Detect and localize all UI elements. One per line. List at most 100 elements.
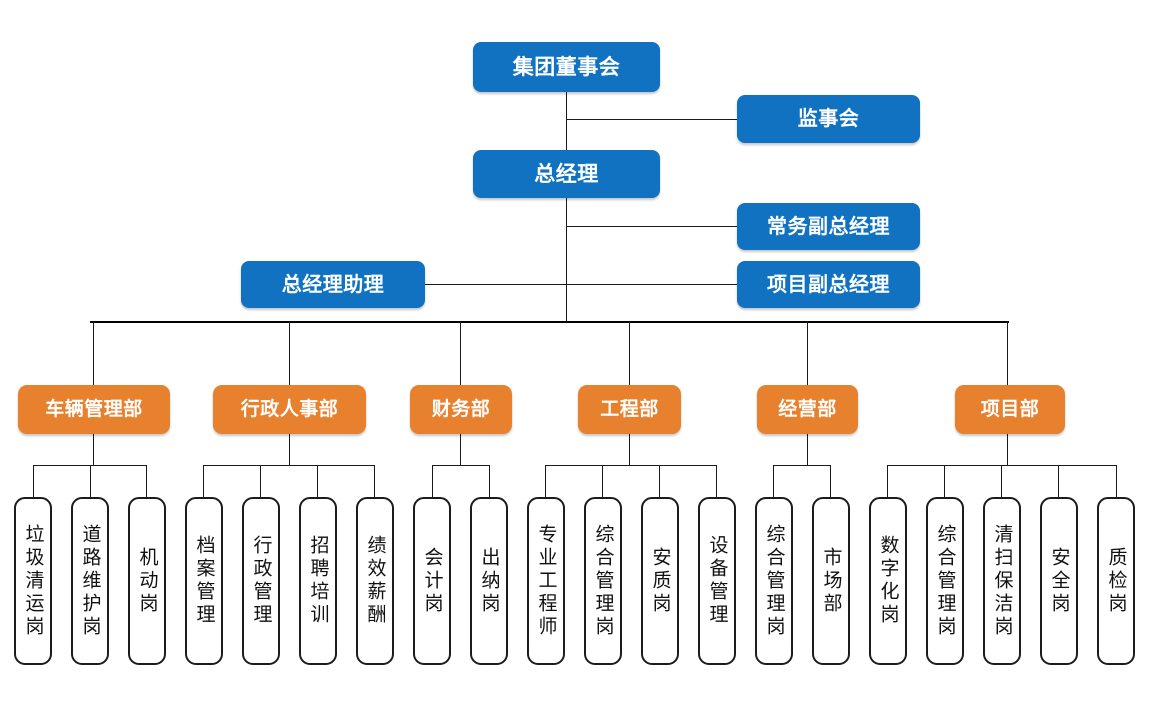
node-board-of-directors-label: 集团董事会	[512, 55, 621, 79]
connector-dept-3	[460, 321, 461, 385]
node-general-manager[interactable]: 总经理	[473, 150, 660, 198]
leaf-position-box[interactable]: 综合管理岗	[584, 497, 622, 665]
leaf-position-box[interactable]: 综合管理岗	[926, 497, 964, 665]
connector-dept-6-down	[1007, 434, 1008, 465]
leaf-position-label: 会计岗	[421, 546, 444, 616]
leaf-bus-dept-4	[545, 465, 716, 466]
leaf-bus-dept-5	[773, 465, 830, 466]
leaf-position-box[interactable]: 行政管理	[242, 497, 280, 665]
connector-dept-1	[93, 321, 94, 385]
connector-dept-2	[289, 321, 290, 385]
node-board-of-directors[interactable]: 集团董事会	[473, 42, 660, 92]
connector-dept-5-down	[807, 434, 808, 465]
connector-leaf-16	[887, 465, 888, 497]
connector-leaf-14	[773, 465, 774, 497]
leaf-position-box[interactable]: 设备管理	[698, 497, 736, 665]
leaf-position-box[interactable]: 道路维护岗	[71, 497, 109, 665]
node-department-vehicle-management-label: 车辆管理部	[45, 399, 143, 420]
node-gm-assistant-label: 总经理助理	[281, 273, 385, 296]
node-general-manager-label: 总经理	[534, 162, 599, 186]
connector-gm-down	[566, 198, 567, 322]
leaf-position-label: 安全岗	[1048, 546, 1071, 616]
connector-leaf-11	[602, 465, 603, 497]
leaf-position-box[interactable]: 垃圾清运岗	[14, 497, 52, 665]
leaf-position-label: 绩效薪酬	[364, 535, 387, 627]
leaf-position-label: 清扫保洁岗	[991, 523, 1014, 639]
leaf-position-box[interactable]: 机动岗	[128, 497, 166, 665]
node-project-deputy-gm-label: 项目副总经理	[767, 273, 890, 296]
leaf-bus-dept-2	[203, 465, 374, 466]
leaf-position-label: 综合管理岗	[763, 523, 786, 639]
connector-dept-4-down	[629, 434, 630, 465]
leaf-position-box[interactable]: 清扫保洁岗	[983, 497, 1021, 665]
leaf-position-box[interactable]: 综合管理岗	[755, 497, 793, 665]
leaf-position-label: 出纳岗	[478, 546, 501, 616]
leaf-position-label: 档案管理	[193, 535, 216, 627]
node-supervisory-board[interactable]: 监事会	[737, 95, 920, 143]
connector-leaf-9	[489, 465, 490, 497]
leaf-position-label: 安质岗	[649, 546, 672, 616]
connector-leaf-13	[716, 465, 717, 497]
connector-project-deputy	[566, 284, 737, 285]
leaf-position-label: 设备管理	[706, 535, 729, 627]
connector-supervisory	[566, 119, 737, 120]
node-executive-deputy-gm-label: 常务副总经理	[767, 215, 890, 238]
connector-leaf-19	[1058, 465, 1059, 497]
node-project-deputy-gm[interactable]: 项目副总经理	[737, 261, 920, 308]
leaf-bus-dept-3	[432, 465, 489, 466]
leaf-position-box[interactable]: 档案管理	[185, 497, 223, 665]
leaf-position-label: 垃圾清运岗	[22, 523, 45, 639]
node-department-admin-hr[interactable]: 行政人事部	[213, 385, 366, 434]
node-department-project[interactable]: 项目部	[955, 385, 1065, 434]
node-department-operations[interactable]: 经营部	[757, 385, 858, 434]
leaf-position-box[interactable]: 绩效薪酬	[356, 497, 394, 665]
leaf-position-box[interactable]: 数字化岗	[869, 497, 907, 665]
leaf-position-box[interactable]: 会计岗	[413, 497, 451, 665]
connector-leaf-10	[545, 465, 546, 497]
node-supervisory-board-label: 监事会	[797, 108, 860, 130]
leaf-position-label: 专业工程师	[535, 523, 558, 639]
connector-dept-3-down	[460, 434, 461, 465]
node-department-engineering[interactable]: 工程部	[578, 385, 681, 434]
node-department-operations-label: 经营部	[778, 399, 837, 420]
connector-leaf-15	[830, 465, 831, 497]
connector-leaf-1	[33, 465, 34, 497]
node-executive-deputy-gm[interactable]: 常务副总经理	[737, 203, 920, 250]
connector-dept-5	[807, 321, 808, 385]
leaf-position-box[interactable]: 专业工程师	[527, 497, 565, 665]
connector-dept-6	[1007, 321, 1008, 385]
connector-leaf-8	[432, 465, 433, 497]
leaf-position-label: 市场部	[820, 546, 843, 616]
connector-dept-2-down	[289, 434, 290, 465]
connector-executive-deputy	[566, 226, 737, 227]
leaf-position-box[interactable]: 质检岗	[1097, 497, 1135, 665]
connector-leaf-6	[317, 465, 318, 497]
connector-board-down	[566, 92, 567, 159]
node-department-engineering-label: 工程部	[600, 399, 659, 420]
node-department-finance-label: 财务部	[431, 399, 491, 420]
leaf-position-box[interactable]: 安全岗	[1040, 497, 1078, 665]
connector-leaf-17	[944, 465, 945, 497]
leaf-position-label: 道路维护岗	[79, 523, 102, 639]
leaf-position-label: 机动岗	[136, 546, 159, 616]
connector-leaf-2	[90, 465, 91, 497]
leaf-position-label: 招聘培训	[307, 535, 330, 627]
leaf-position-box[interactable]: 出纳岗	[470, 497, 508, 665]
leaf-position-box[interactable]: 招聘培训	[299, 497, 337, 665]
node-department-project-label: 项目部	[980, 399, 1040, 420]
node-department-vehicle-management[interactable]: 车辆管理部	[18, 385, 170, 434]
connector-leaf-3	[146, 465, 147, 497]
node-department-finance[interactable]: 财务部	[410, 385, 512, 434]
connector-leaf-5	[260, 465, 261, 497]
leaf-position-label: 行政管理	[250, 535, 273, 627]
leaf-position-label: 综合管理岗	[592, 523, 615, 639]
leaf-position-box[interactable]: 市场部	[812, 497, 850, 665]
leaf-bus-dept-1	[33, 465, 146, 466]
node-gm-assistant[interactable]: 总经理助理	[241, 261, 425, 308]
node-department-admin-hr-label: 行政人事部	[240, 399, 339, 420]
leaf-position-label: 质检岗	[1105, 546, 1128, 616]
department-bus	[90, 321, 1009, 323]
leaf-position-box[interactable]: 安质岗	[641, 497, 679, 665]
connector-leaf-12	[659, 465, 660, 497]
